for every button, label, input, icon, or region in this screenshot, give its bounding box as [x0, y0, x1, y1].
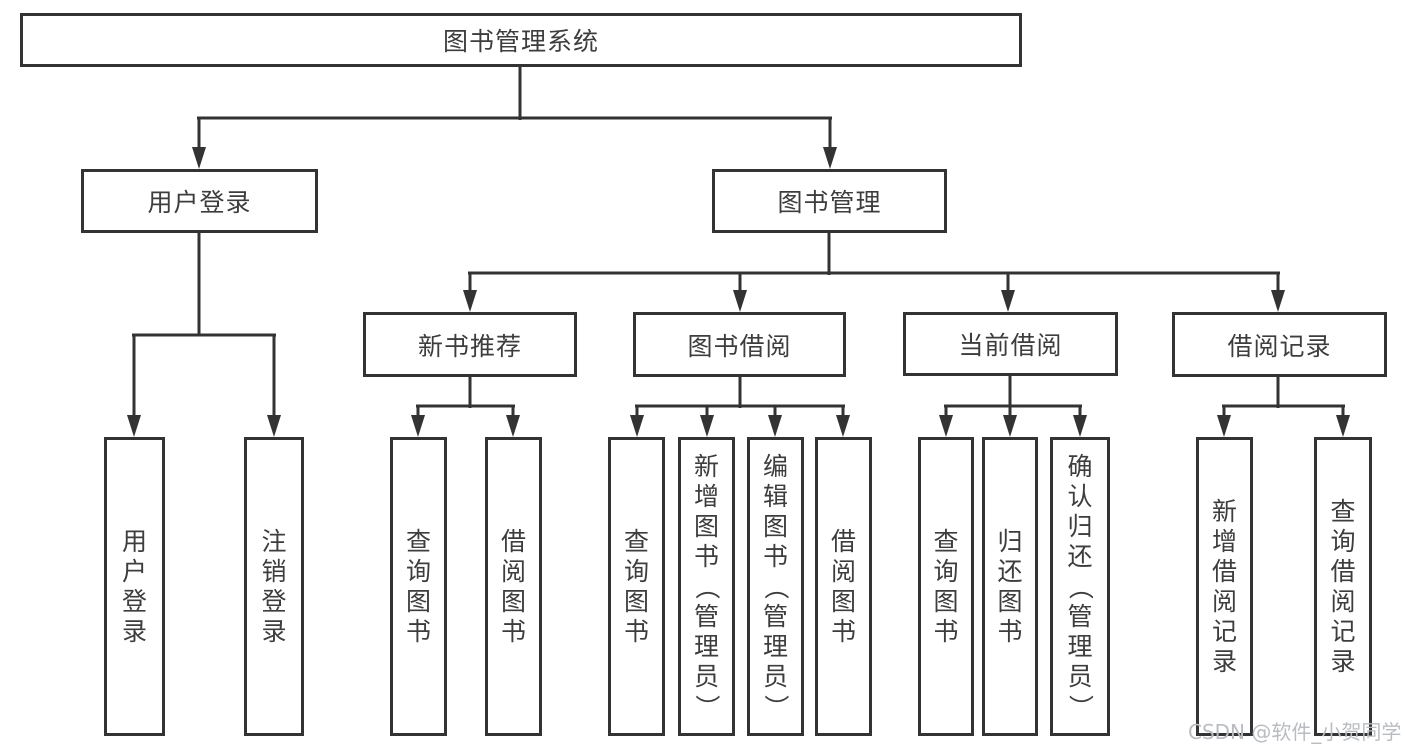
- leaf-query-books-current: 查询图书: [918, 437, 974, 736]
- leaf-confirm-return-admin: 确认归还（管理员）: [1050, 437, 1110, 736]
- csdn-watermark: CSDN @软件_小贺同学: [1188, 720, 1402, 744]
- leaf-query-borrow-record: 查询借阅记录: [1314, 437, 1372, 736]
- node-book-borrow: 图书借阅: [633, 312, 846, 377]
- leaf-edit-books-admin: 编辑图书（管理员）: [747, 437, 804, 736]
- leaf-add-books-admin: 新增图书（管理员）: [678, 437, 735, 736]
- node-book-management: 图书管理: [712, 169, 947, 233]
- node-user-login: 用户登录: [81, 169, 318, 233]
- leaf-logout: 注销登录: [244, 437, 304, 736]
- leaf-user-login: 用户登录: [104, 437, 165, 736]
- leaf-query-books-recommend: 查询图书: [390, 437, 447, 736]
- node-system-root: 图书管理系统: [20, 13, 1022, 67]
- leaf-borrow-books-recommend: 借阅图书: [485, 437, 542, 736]
- node-new-book-recommend: 新书推荐: [363, 312, 577, 377]
- leaf-query-books-borrow: 查询图书: [608, 437, 665, 736]
- leaf-add-borrow-record: 新增借阅记录: [1196, 437, 1253, 736]
- node-borrow-records: 借阅记录: [1172, 312, 1387, 377]
- leaf-borrow-books: 借阅图书: [815, 437, 872, 736]
- leaf-return-books: 归还图书: [982, 437, 1038, 736]
- node-current-borrow: 当前借阅: [903, 312, 1118, 376]
